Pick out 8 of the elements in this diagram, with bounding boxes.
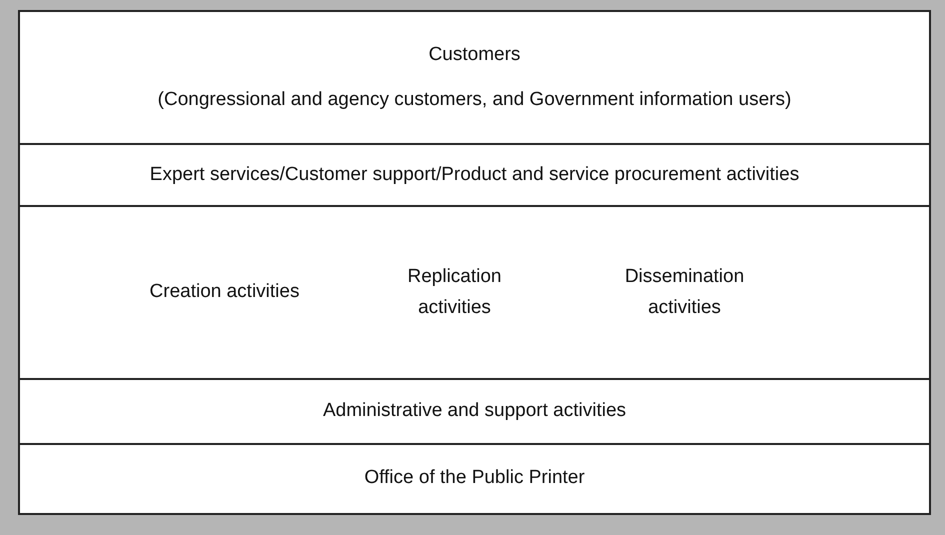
band-label: Expert services/Customer support/Product and service procurement activities xyxy=(150,162,800,187)
activity-label: Replication activities xyxy=(406,265,502,320)
activity-label: Creation activities xyxy=(148,280,300,304)
band-label: Customers xyxy=(428,43,520,68)
band-label: Office of the Public Printer xyxy=(364,466,585,490)
band-description: (Congressional and agency customers, and Government information users) xyxy=(158,88,792,112)
activity-label: Dissemination activities xyxy=(624,265,746,320)
band-label: Administrative and support activities xyxy=(322,399,626,424)
